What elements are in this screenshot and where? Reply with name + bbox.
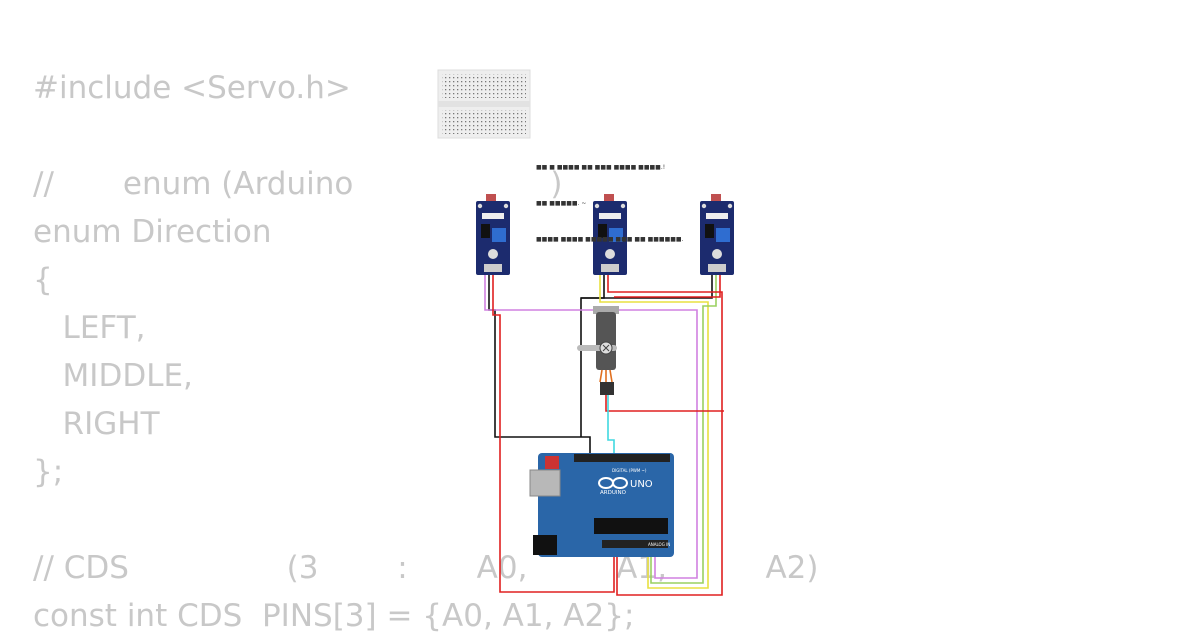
code-line-3: // enum (Arduino ) xyxy=(33,166,563,202)
light-sensor-right[interactable] xyxy=(700,194,734,275)
arduino-analog-label: ANALOG IN xyxy=(648,542,670,547)
light-sensor-left[interactable] xyxy=(476,194,510,275)
code-line-6: LEFT, xyxy=(33,310,146,346)
code-line-9: }; xyxy=(33,454,64,490)
wire-red-left xyxy=(492,275,615,593)
arduino-model-label: UNO xyxy=(630,479,653,490)
code-line-4: enum Direction xyxy=(33,214,272,250)
code-line-11: // CDS (3 : A0, A1, A2) xyxy=(33,550,819,586)
arduino-header-label: DIGITAL (PWM ~) xyxy=(612,468,647,473)
wire-yellow-mid xyxy=(599,275,709,589)
code-panel: #include <Servo.h> // enum (Arduino ) en… xyxy=(33,0,819,634)
wire-cyan-servo xyxy=(607,395,615,455)
wire-red-servo xyxy=(605,395,724,412)
note-line-3: ■■■■ ■■■■ ■■■■■ ■■■ ■■ ■■■■■■. xyxy=(536,236,684,243)
wires xyxy=(484,275,724,596)
servo-motor[interactable] xyxy=(577,306,619,395)
arduino-brand-label: ARDUINO xyxy=(600,490,627,496)
wire-violet xyxy=(484,275,698,579)
wire-black-left xyxy=(488,275,591,455)
light-sensor-middle[interactable] xyxy=(593,194,627,275)
wire-red-right xyxy=(614,275,721,298)
wire-red-mid xyxy=(607,275,723,596)
wire-black-right xyxy=(581,275,713,299)
note-line-2: ■■ ■■■■■. ~ xyxy=(536,200,587,207)
note-line-1: ■■ ■ ■■■■ ■■ ■■■ ■■■■ ■■■■.! xyxy=(536,164,666,171)
arduino-uno-board[interactable]: UNO ARDUINO DIGITAL (PWM ~) ANALOG IN xyxy=(529,453,674,557)
breadboard[interactable] xyxy=(437,69,531,139)
code-line-7: MIDDLE, xyxy=(33,358,193,394)
wire-green-right xyxy=(650,275,717,584)
code-line-1: #include <Servo.h> xyxy=(33,70,351,106)
code-line-5: { xyxy=(33,262,53,298)
code-line-8: RIGHT xyxy=(33,406,160,442)
code-line-12: const int CDS PINS[3] = {A0, A1, A2}; xyxy=(33,598,635,634)
circuit-note: ■■ ■ ■■■■ ■■ ■■■ ■■■■ ■■■■.! ■■ ■■■■■. ~… xyxy=(536,138,684,258)
